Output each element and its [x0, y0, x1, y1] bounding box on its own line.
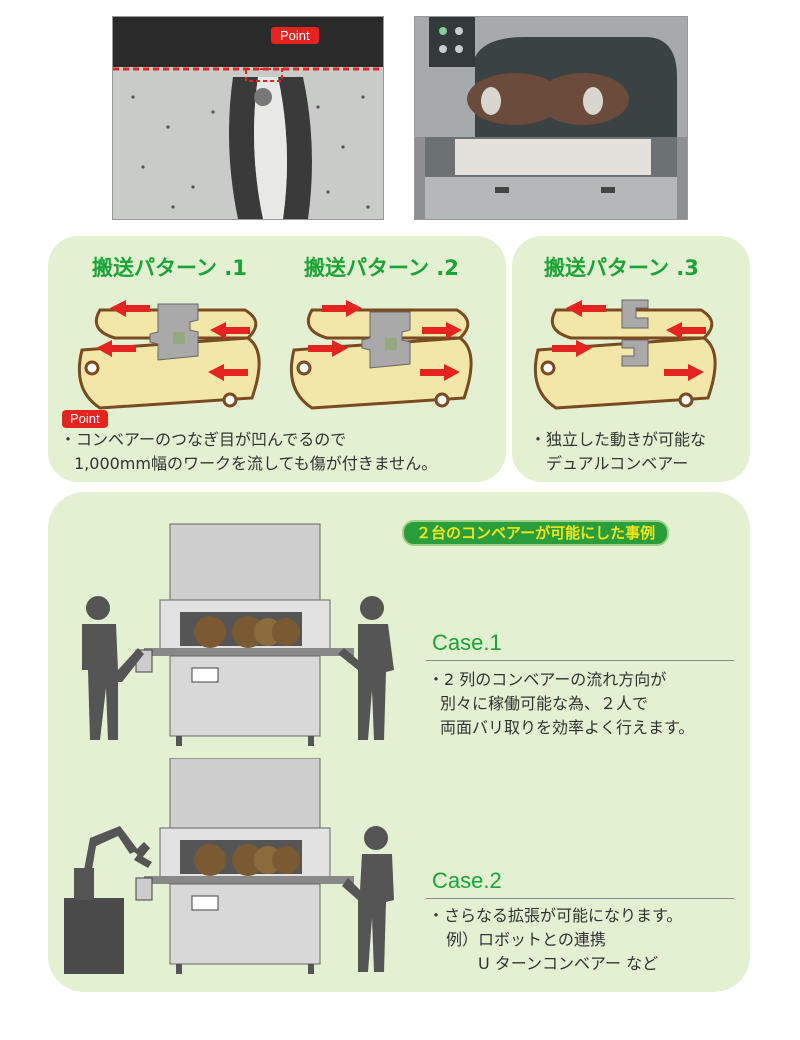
pattern-3-title: 搬送パターン .3: [544, 256, 699, 280]
panel1-note-line2: 1,000mm幅のワークを流しても傷が付きません。: [74, 454, 438, 473]
case2-divider: [426, 898, 734, 899]
arrow-left-icon: [210, 322, 250, 339]
arrow-right-icon: [420, 364, 460, 381]
operator-left: [86, 596, 110, 620]
pattern-1-title: 搬送パターン .1: [92, 256, 247, 280]
arrow-left-icon: [666, 322, 706, 339]
case1-divider: [426, 660, 734, 661]
examples-panel: [48, 492, 750, 992]
arrow-right-icon: [664, 364, 704, 381]
arrow-left-icon: [566, 300, 606, 317]
operator-right-2: [364, 826, 388, 850]
arrow-right-icon: [308, 340, 348, 357]
point-callout: Point: [271, 27, 319, 44]
operator-right: [360, 596, 384, 620]
panel2-note-line1: ・独立した動きが可能な: [530, 430, 707, 449]
case1-line1: ・2 列のコンベアーの流れ方向が: [428, 670, 667, 689]
point-badge: Point: [62, 410, 108, 428]
pattern-2-diagram: [289, 300, 473, 410]
case2-line1: ・さらなる拡張が可能になります。: [428, 906, 683, 925]
case2-title: Case.2: [432, 868, 502, 893]
case2-scene: [64, 758, 394, 974]
arrow-left-icon: [96, 340, 136, 357]
arrow-left-icon: [208, 364, 248, 381]
examples-heading: ２台のコンベアーが可能にした事例: [402, 520, 670, 546]
case1-title: Case.1: [432, 630, 502, 655]
belt-joint-photo: Point: [112, 16, 384, 220]
arrow-right-icon: [322, 300, 362, 317]
pattern-3-diagram: [533, 299, 717, 410]
arrow-right-icon: [422, 322, 462, 339]
case1-line2: 別々に稼働可能な為、２人で: [440, 694, 649, 713]
pattern-3-workpiece-bottom: [621, 339, 649, 367]
panel1-note-line1: ・コンベアーのつなぎ目が凹んでるので: [60, 430, 347, 449]
panel2-note-line2: デュアルコンベアー: [546, 454, 689, 473]
robot-base: [64, 898, 124, 974]
pattern-1-diagram: [77, 300, 261, 410]
machine-interior-photo: [414, 16, 688, 220]
case2-line2: 例）ロボットとの連携: [446, 930, 606, 949]
case1-line3: 両面バリ取りを効率よく行えます。: [440, 718, 695, 737]
arrow-right-icon: [552, 340, 592, 357]
case2-line3: U ターンコンベアー など: [478, 954, 659, 973]
case1-scene: [82, 523, 394, 746]
pattern-3-workpiece-top: [621, 299, 649, 329]
pattern-2-title: 搬送パターン .2: [304, 256, 459, 280]
arrow-left-icon: [110, 300, 150, 317]
